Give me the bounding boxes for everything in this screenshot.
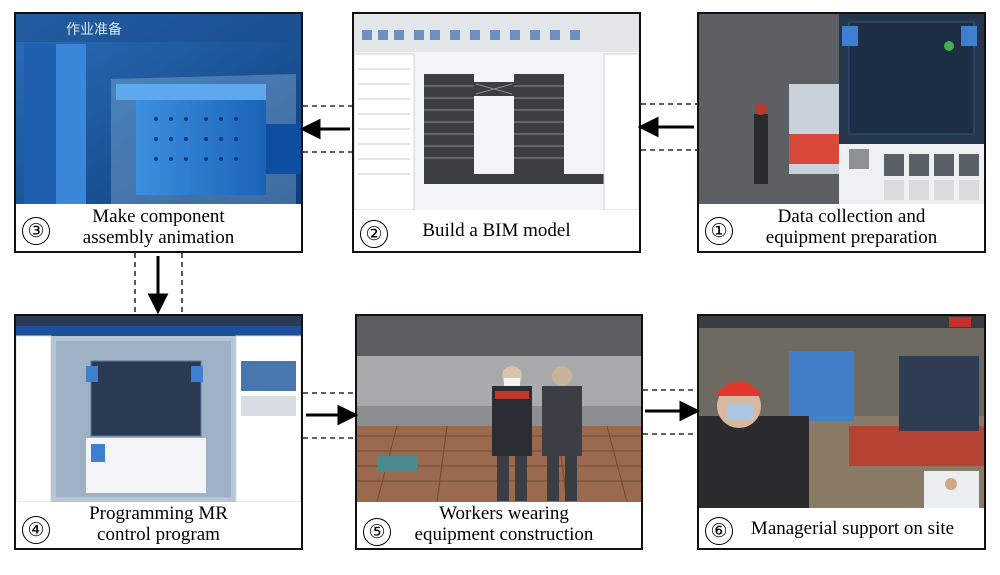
managerial-support-image: [699, 316, 984, 508]
step-2-caption: Build a BIM model: [422, 220, 571, 241]
step-5-panel: Workers wearing equipment construction ⑤: [355, 314, 643, 550]
data-collection-image: [699, 14, 984, 204]
step-6-panel: Managerial support on site ⑥: [697, 314, 986, 550]
step-6-number: ⑥: [705, 517, 733, 545]
step-3-panel: 作业准备 Make component assembly animation ③: [14, 12, 303, 253]
step-4-caption: Programming MR control program: [16, 500, 301, 548]
step-6-caption: Managerial support on site: [750, 517, 955, 539]
step-1-caption: Data collection and equipment preparatio…: [699, 203, 984, 251]
step-4-caption-line1: Programming MR: [89, 503, 228, 524]
step-4-caption-line2: control program: [97, 524, 220, 545]
arrow-2-to-3-head: [299, 118, 321, 140]
step-5-caption-line1: Workers wearing: [439, 503, 569, 524]
mr-programming-image: [16, 316, 301, 502]
step-4-panel: Programming MR control program ④: [14, 314, 303, 550]
step-3-number: ③: [22, 217, 50, 245]
step-1-number: ①: [705, 217, 733, 245]
arrow-3-to-4-head: [147, 293, 169, 315]
step-5-caption: Workers wearing equipment construction: [357, 500, 641, 548]
step-5-number: ⑤: [363, 518, 391, 546]
arrow-5-to-6-head: [679, 400, 701, 422]
step-1-panel: Data collection and equipment preparatio…: [697, 12, 986, 253]
step-3-caption: Make component assembly animation: [16, 203, 301, 251]
animation-title-overlay: 作业准备: [66, 21, 122, 38]
step-1-caption-line1: Data collection and: [777, 206, 926, 227]
workers-construction-image: [357, 316, 641, 502]
step-1-caption-line2: equipment preparation: [765, 227, 938, 248]
step-3-caption-line1: Make component: [92, 206, 225, 227]
step-2-number: ②: [360, 220, 388, 248]
step-3-caption-line2: assembly animation: [82, 227, 235, 248]
step-2-panel: Build a BIM model ②: [352, 12, 641, 253]
step-4-number: ④: [22, 516, 50, 544]
bim-model-image: [354, 14, 639, 210]
assembly-animation-image: 作业准备: [16, 14, 301, 204]
step-5-caption-line2: equipment construction: [414, 524, 594, 545]
arrow-1-to-2-head: [637, 116, 659, 138]
arrow-4-to-5-head: [337, 404, 359, 426]
